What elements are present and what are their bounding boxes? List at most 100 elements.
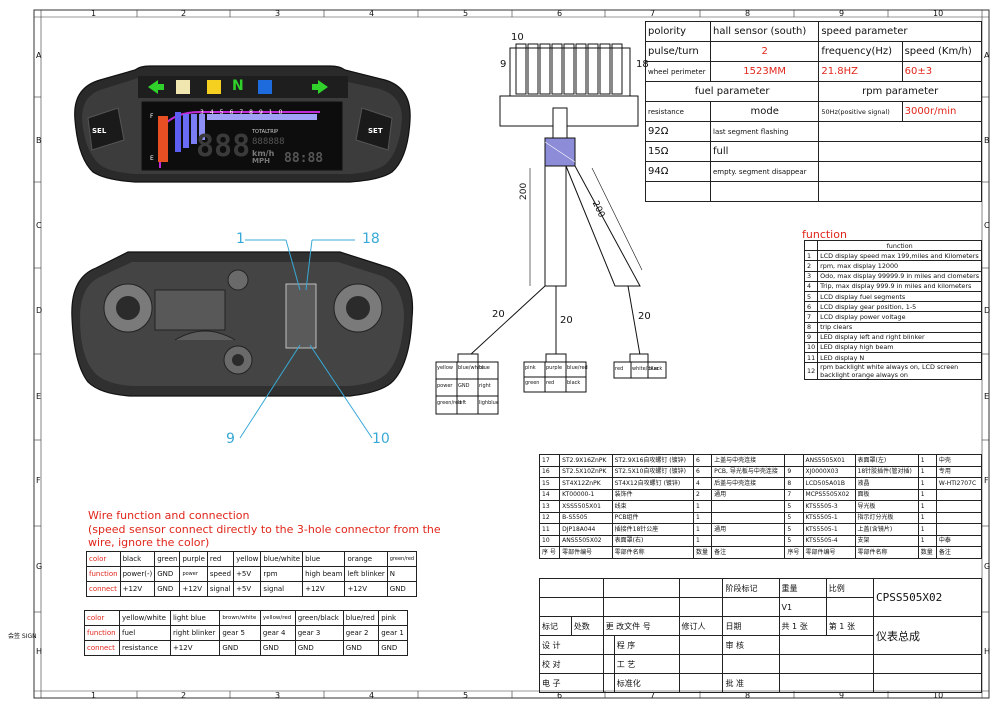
cell xyxy=(935,500,983,513)
cell: PCB, 导光板与中壳连接 xyxy=(711,465,786,478)
cell: 7 xyxy=(784,488,804,501)
cell: 后盖与中壳连接 xyxy=(711,477,786,490)
cell xyxy=(722,654,780,674)
row-label: E xyxy=(36,392,42,401)
cell: +12V xyxy=(179,581,208,597)
cell: 13 xyxy=(538,500,561,513)
pin-label-10: 10 xyxy=(511,32,524,43)
cell: 备注 xyxy=(711,546,786,559)
cell: 零部件名称 xyxy=(611,546,695,559)
cell: 6 xyxy=(692,454,713,467)
row-label: F xyxy=(984,476,989,485)
length-20b: 20 xyxy=(560,315,573,326)
cell: blue xyxy=(302,551,346,567)
cell: yellow xyxy=(233,551,262,567)
cell: gear 4 xyxy=(259,625,296,641)
cell: color xyxy=(83,610,121,626)
tach-scale: 345678910 xyxy=(200,109,289,116)
cell: 8 xyxy=(803,321,819,333)
cell: 1 xyxy=(692,523,713,536)
cell xyxy=(818,121,982,142)
neutral-indicator: N xyxy=(232,78,244,94)
cell: GND xyxy=(259,640,296,656)
cell: 工 艺 xyxy=(613,654,680,674)
plug3-cell: red xyxy=(615,366,624,372)
cell: 1 xyxy=(917,511,937,524)
cell: W-HTI2707C xyxy=(935,477,983,490)
row-label: A xyxy=(36,51,42,60)
cell: 5 xyxy=(784,534,804,547)
cell: 上盖(含镜片) xyxy=(854,523,919,536)
cell xyxy=(678,597,724,617)
cell xyxy=(539,578,604,598)
cell: 装饰件 xyxy=(611,488,695,501)
cell xyxy=(539,597,604,617)
clock-digits: 88:88 xyxy=(284,151,324,166)
rear-18pin-socket xyxy=(285,283,317,349)
cell: 5 xyxy=(784,523,804,536)
tach-bars xyxy=(175,112,317,152)
plug1-cell: power xyxy=(437,383,453,389)
cell xyxy=(873,673,982,693)
cell: GND xyxy=(342,640,380,656)
cell: speed (Km/h) xyxy=(901,41,983,62)
set-button[interactable] xyxy=(355,107,393,151)
cell: 线束 xyxy=(611,500,695,513)
cell: 程 序 xyxy=(613,635,680,655)
cell: ST4X12自攻螺钉 (镀锌) xyxy=(611,477,695,490)
cell: 2 xyxy=(803,260,819,272)
col-label: 5 xyxy=(463,691,469,700)
col-label: 3 xyxy=(275,691,281,700)
cell: 1 xyxy=(917,500,937,513)
gauge-front-view xyxy=(74,65,411,183)
cell: 审 核 xyxy=(722,635,780,655)
callout-10: 10 xyxy=(372,431,390,447)
cell: Trip, max display 999.9 in miles and kil… xyxy=(817,280,983,292)
col-label: 5 xyxy=(463,9,469,18)
cell: V1 xyxy=(778,597,827,617)
cell: brown/white xyxy=(219,610,261,626)
cell: ST2.9X16自攻螺钉 (镀锌) xyxy=(611,454,695,467)
cell: 数量 xyxy=(917,546,937,559)
cell: 16 xyxy=(538,465,561,478)
cell: 面板 xyxy=(854,488,919,501)
cell: 10 xyxy=(538,534,561,547)
fuel-f-label: F xyxy=(150,113,154,120)
cell xyxy=(711,500,786,513)
cell xyxy=(678,654,724,674)
cell: 18针胶插件(管对插) xyxy=(854,465,919,478)
cell: 日期 xyxy=(722,616,780,636)
cell: 序 号 xyxy=(538,546,561,559)
cell: LED display left and right blinker xyxy=(817,331,983,343)
col-label: 7 xyxy=(650,691,656,700)
cell: speed xyxy=(206,566,235,582)
cell: resistance xyxy=(645,101,711,122)
fuel-e-label: E xyxy=(150,155,154,162)
right-blinker-icon xyxy=(312,80,328,94)
gauge-rear-view xyxy=(71,239,414,439)
cell: 更 改文件 号 xyxy=(602,616,680,636)
cell: signal xyxy=(206,581,235,597)
cell: 15Ω xyxy=(645,141,711,162)
cell xyxy=(678,673,724,693)
callout-leaders xyxy=(239,239,373,439)
cell: 液晶 xyxy=(854,477,919,490)
plug2-cell: purple xyxy=(546,365,563,371)
cell: green/black xyxy=(294,610,344,626)
cell: trip clears xyxy=(817,321,983,333)
plug3-cell: white/blue xyxy=(632,366,659,372)
cell: 中泰 xyxy=(935,534,983,547)
cell: rpm, max display 12000 xyxy=(817,260,983,272)
cell: 3 xyxy=(803,270,819,282)
cell: DJP18A044 xyxy=(559,523,613,536)
cell: 94Ω xyxy=(645,161,711,182)
cell: 3000r/min xyxy=(901,101,983,122)
cell: 电 子 xyxy=(539,673,604,693)
cell: 零部件编号 xyxy=(802,546,856,559)
unit-kmh: km/h xyxy=(252,149,275,158)
sel-button[interactable] xyxy=(87,107,125,151)
